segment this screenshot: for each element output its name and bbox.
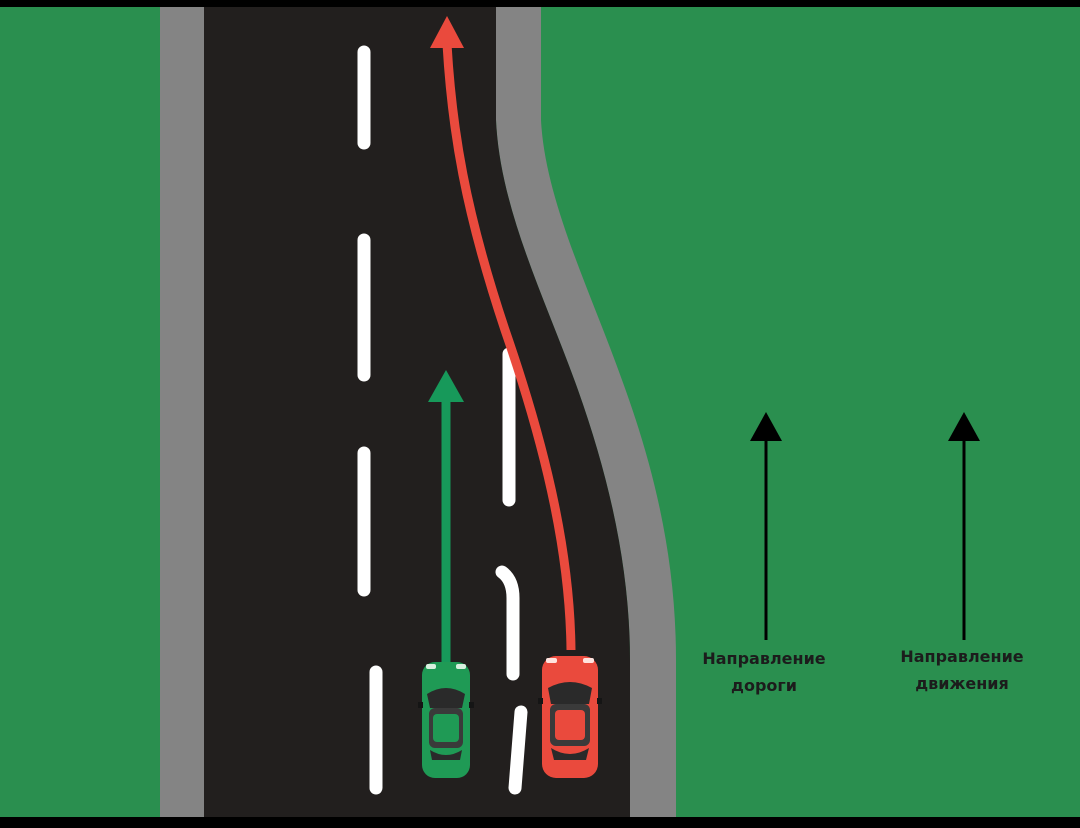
green-car bbox=[418, 662, 474, 778]
center-lane-markings bbox=[357, 45, 383, 795]
merge-lane-markings bbox=[495, 347, 528, 795]
asphalt bbox=[204, 7, 630, 817]
red-trajectory-arrow bbox=[430, 16, 576, 651]
road-direction-label: Направление дороги bbox=[702, 649, 826, 695]
green-trajectory-arrow bbox=[428, 370, 464, 662]
lane-dash bbox=[508, 705, 528, 795]
red-car bbox=[538, 656, 602, 778]
left-curb bbox=[160, 7, 204, 817]
traffic-direction-label: Направление движения bbox=[900, 647, 1024, 693]
traffic-direction-arrow bbox=[948, 412, 980, 640]
lane-dash bbox=[495, 565, 520, 681]
right-curb bbox=[496, 7, 676, 817]
road-direction-arrow bbox=[750, 412, 782, 640]
